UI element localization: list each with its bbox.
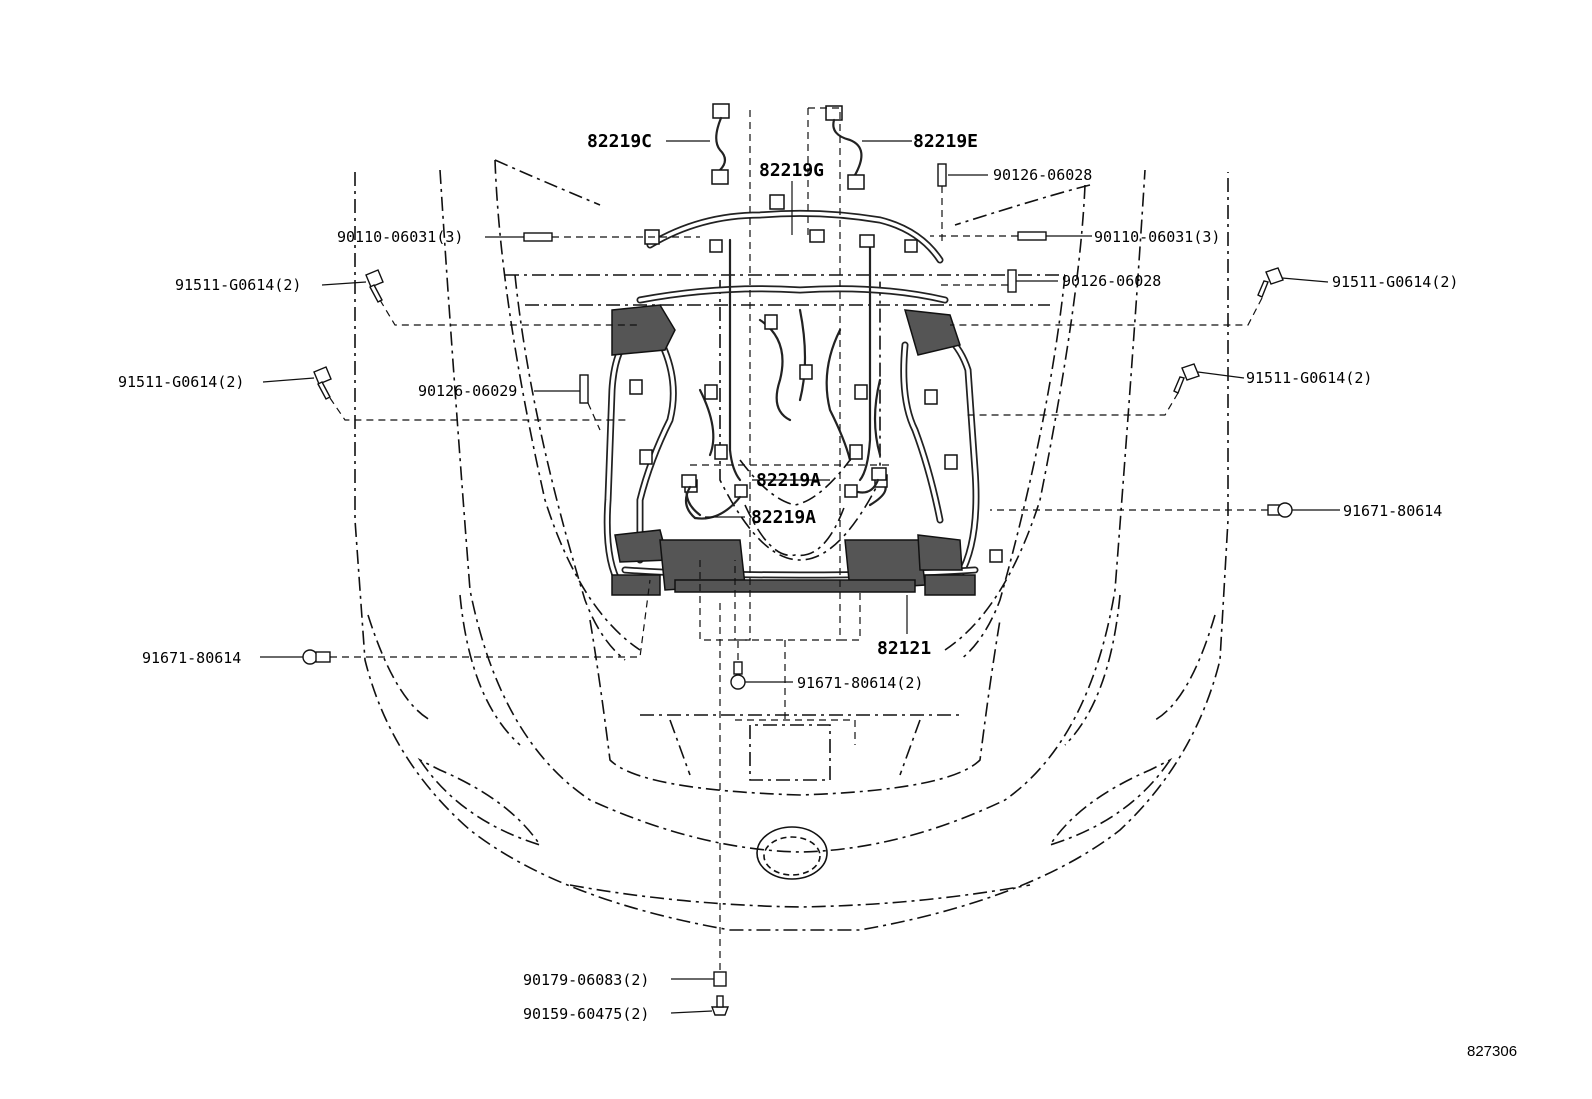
clip-91671-right (1267, 502, 1293, 518)
label-90110-06031-left: 90110-06031(3) (337, 228, 463, 246)
bolt-91511-right-top (1257, 267, 1284, 298)
engine-wire-harness (603, 194, 1003, 596)
callout-labels: 82219C 82219E 82219G 90126-06028 90110-0… (118, 131, 1517, 1060)
label-91511-left-bot: 91511-G0614(2) (118, 373, 244, 391)
stud-90126-06028-top (937, 163, 947, 187)
bolt-90159-60475 (710, 995, 730, 1016)
diagram-reference-number: 827306 (1467, 1043, 1517, 1060)
bolt-91511-left-top (365, 269, 384, 303)
label-90126-06028-mid: 90126-06028 (1062, 272, 1161, 290)
dashed-leaders (329, 107, 1268, 970)
label-91671-right: 91671-80614 (1343, 502, 1442, 520)
label-82219g: 82219G (759, 160, 824, 181)
solid-leaders (260, 140, 1340, 1014)
label-90110-06031-right: 90110-06031(3) (1094, 228, 1220, 246)
label-90126-06028-top: 90126-06028 (993, 166, 1092, 184)
stud-90126-06029 (579, 374, 589, 404)
bolt-91511-right-bot (1173, 363, 1200, 394)
stud-90126-06028-mid (1007, 269, 1017, 293)
nut-90179-06083 (713, 971, 727, 987)
vehicle-body-outline (354, 159, 1229, 931)
sub-harness-82219a-right (844, 467, 887, 498)
label-82219c: 82219C (587, 131, 652, 152)
label-90179-06083: 90179-06083(2) (523, 971, 649, 989)
sub-harness-82219e (825, 105, 865, 190)
stud-90110-06031-right (1017, 231, 1047, 241)
bolt-91511-left-bot (313, 366, 332, 400)
stud-90110-06031-left (523, 232, 553, 242)
label-91511-right-top: 91511-G0614(2) (1332, 273, 1458, 291)
loose-parts (302, 103, 1293, 1016)
sub-harness-82219c (711, 103, 730, 185)
label-91671-left: 91671-80614 (142, 649, 241, 667)
label-91671-center: 91671-80614(2) (797, 674, 923, 692)
label-91511-right-bot: 91511-G0614(2) (1246, 369, 1372, 387)
clip-91671-left (302, 649, 331, 665)
label-82219a-lower: 82219A (751, 507, 816, 528)
label-90126-06029: 90126-06029 (418, 382, 517, 400)
label-90159-60475: 90159-60475(2) (523, 1005, 649, 1023)
label-82121: 82121 (877, 638, 931, 659)
clip-91671-center (730, 661, 746, 690)
label-82219e: 82219E (913, 131, 978, 152)
sub-harness-82219a-left (681, 474, 748, 520)
label-82219a-upper: 82219A (756, 470, 821, 491)
label-91511-left-top: 91511-G0614(2) (175, 276, 301, 294)
